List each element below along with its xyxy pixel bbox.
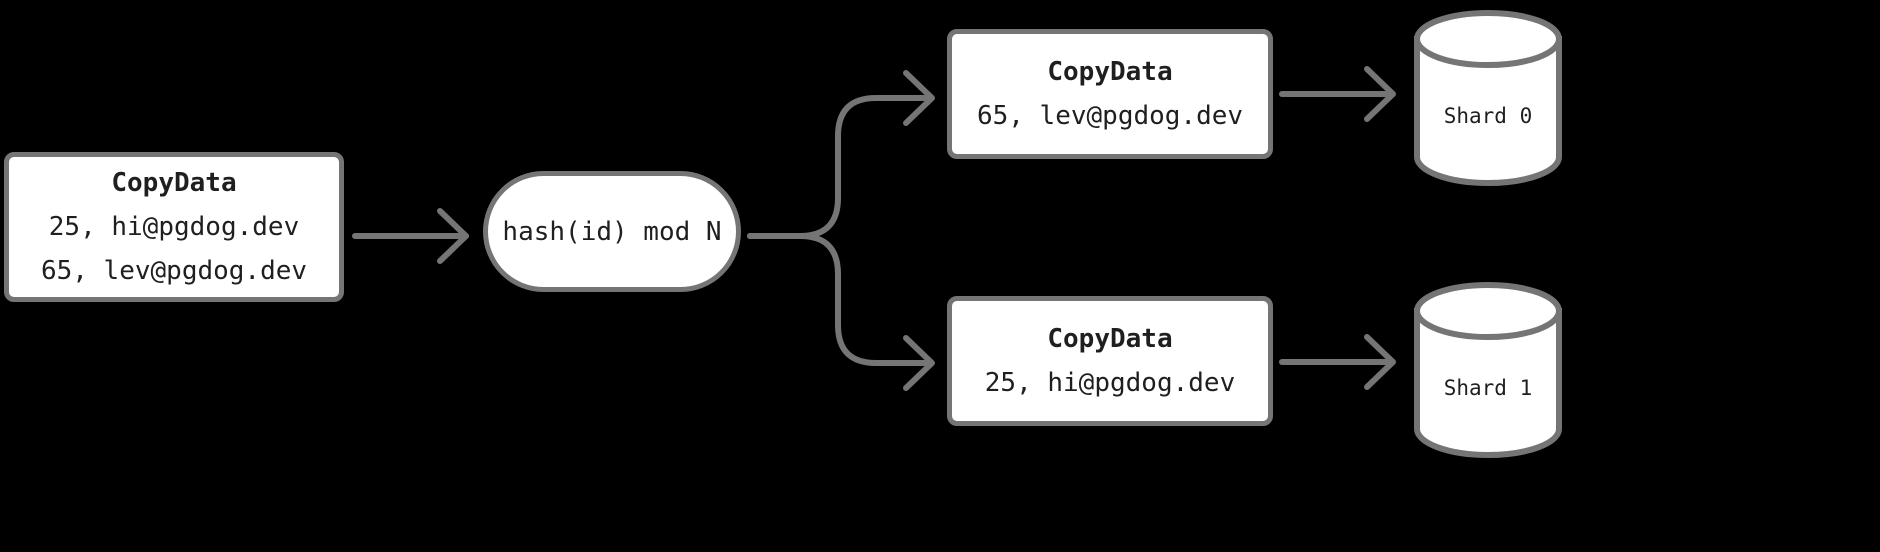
copydata-shard-0-row-0: 65, lev@pgdog.dev bbox=[976, 101, 1244, 131]
hash-router-node[interactable]: hash(id) mod N bbox=[483, 171, 741, 292]
edge-router-to-copy-1 bbox=[747, 233, 935, 391]
edge-copy-1-to-shard-1 bbox=[1279, 334, 1396, 390]
database-shard-0[interactable]: Shard 0 bbox=[1412, 8, 1564, 188]
edge-copy-0-to-shard-0 bbox=[1279, 66, 1396, 122]
database-cylinder-icon bbox=[1414, 10, 1562, 186]
edge-router-to-copy-0 bbox=[747, 70, 935, 239]
database-cylinder-icon bbox=[1414, 282, 1562, 458]
copydata-shard-0-box[interactable]: CopyData 65, lev@pgdog.dev bbox=[947, 29, 1273, 159]
copydata-shard-0-title: CopyData bbox=[1047, 57, 1173, 87]
database-shard-0-label: Shard 0 bbox=[1443, 104, 1533, 128]
source-copydata-row-0: 25, hi@pgdog.dev bbox=[48, 212, 300, 242]
hash-router-label: hash(id) mod N bbox=[502, 216, 722, 247]
database-shard-1-label: Shard 1 bbox=[1443, 376, 1533, 400]
edge-source-to-router bbox=[352, 208, 469, 264]
source-copydata-title: CopyData bbox=[111, 168, 237, 198]
source-copydata-row-1: 65, lev@pgdog.dev bbox=[40, 256, 308, 286]
copydata-shard-1-box[interactable]: CopyData 25, hi@pgdog.dev bbox=[947, 296, 1273, 426]
copydata-shard-1-title: CopyData bbox=[1047, 324, 1173, 354]
source-copydata-box[interactable]: CopyData 25, hi@pgdog.dev 65, lev@pgdog.… bbox=[4, 152, 344, 302]
copydata-shard-1-row-0: 25, hi@pgdog.dev bbox=[984, 368, 1236, 398]
database-shard-1[interactable]: Shard 1 bbox=[1412, 280, 1564, 460]
